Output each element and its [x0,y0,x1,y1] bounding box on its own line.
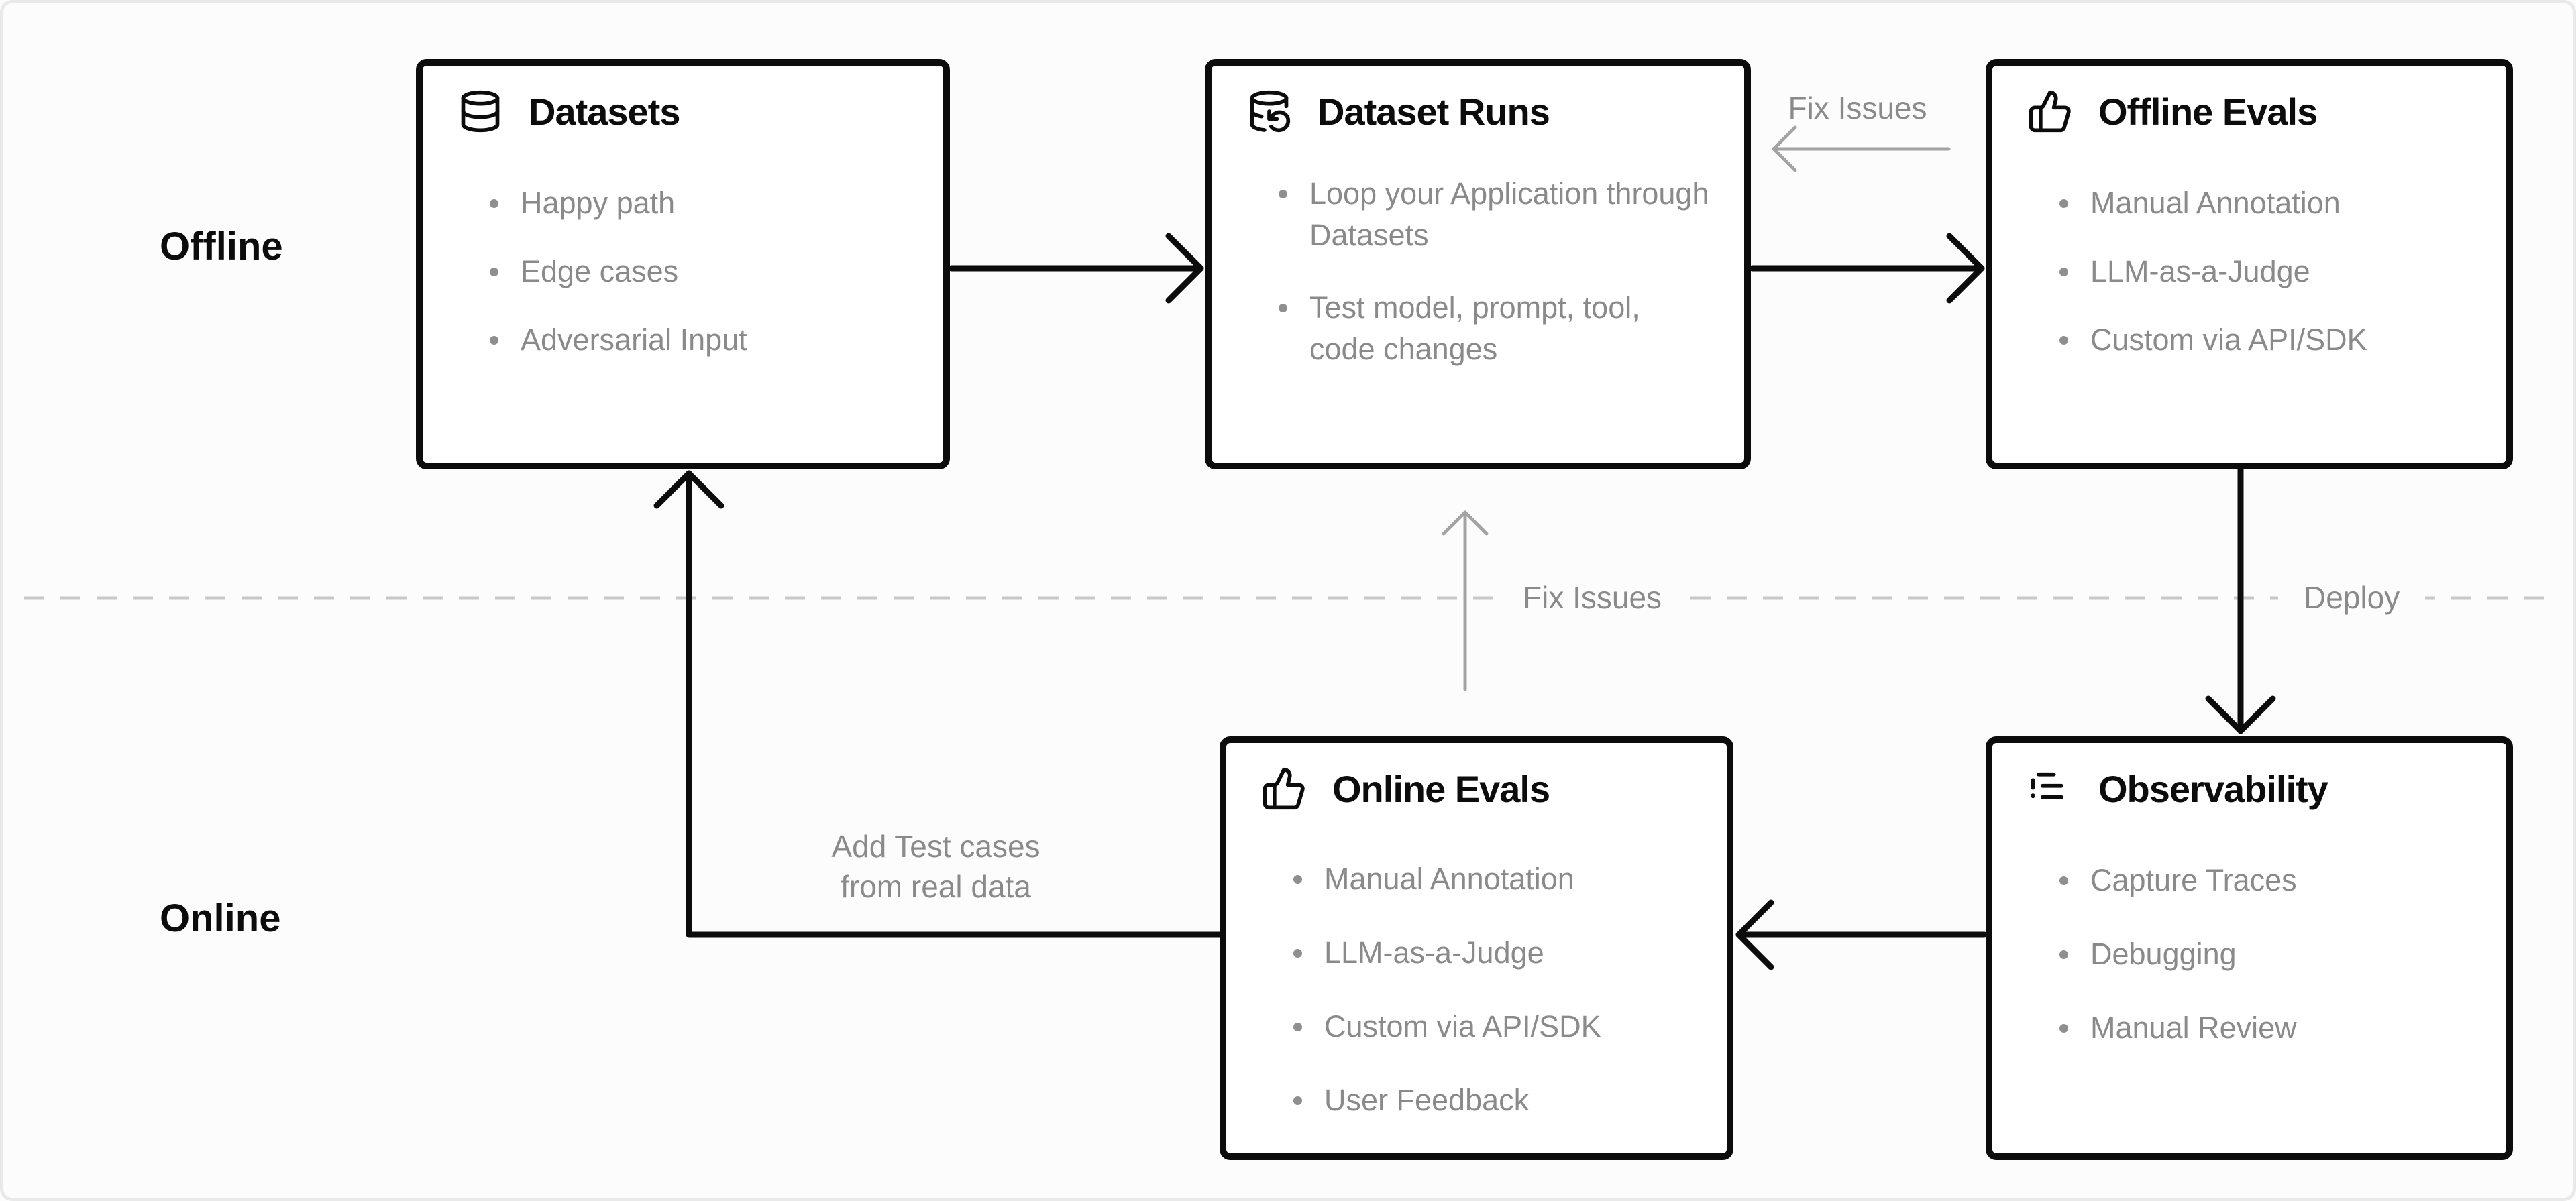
database-refresh-icon [1250,90,1291,133]
list-item: LLM-as-a-Judge [1293,932,1703,974]
arrow-online-evals-to-dataset-runs [1442,510,1489,691]
list-item: Edge cases [490,251,919,292]
list-item: Manual Review [2059,1007,2482,1049]
online-evals-box-title: Online Evals [1332,767,1550,810]
list-item: Custom via API/SDK [2059,319,2482,361]
arrow-online-evals-to-datasets [653,470,1226,938]
dataset-runs-item-list: Loop your Application through Datasets T… [1212,173,1744,370]
add-test-cases-line2: from real data [841,869,1031,904]
list-item: User Feedback [1293,1080,1703,1121]
logs-icon [2031,772,2063,799]
database-icon [461,90,500,133]
list-item: Capture Traces [2059,860,2482,901]
list-item: Adversarial Input [490,319,919,361]
list-item: Debugging [2059,933,2482,975]
thumbs-up-icon [2029,90,2071,133]
observability-item-list: Capture Traces Debugging Manual Review [1992,860,2506,1049]
list-item: Custom via API/SDK [1293,1006,1703,1047]
online-evals-item-list: Manual Annotation LLM-as-a-Judge Custom … [1226,858,1727,1121]
fix-issues-top-label: Fix Issues [1788,91,1927,125]
datasets-box-title: Datasets [529,90,680,133]
thumbs-up-icon [1263,767,1305,810]
add-test-cases-line1: Add Test cases [831,829,1040,864]
online-evals-box: Online Evals Manual Annotation LLM-as-a-… [1220,736,1733,1160]
list-item: Manual Annotation [2059,182,2482,224]
dataset-runs-box-header: Dataset Runs [1212,66,1744,134]
list-item: Test model, prompt, tool, code changes [1279,287,1712,370]
fix-issues-middle-label: Fix Issues [1497,575,1688,620]
offline-evals-box-header: Offline Evals [1992,66,2506,134]
datasets-item-list: Happy path Edge cases Adversarial Input [423,182,943,361]
observability-box-header: Observability [1992,743,2506,811]
offline-evals-box-title: Offline Evals [2098,90,2318,133]
list-item: LLM-as-a-Judge [2059,251,2482,292]
offline-section-label: Offline [160,225,283,268]
offline-evals-item-list: Manual Annotation LLM-as-a-Judge Custom … [1992,182,2506,361]
datasets-box-header: Datasets [423,66,943,134]
offline-evals-box: Offline Evals Manual Annotation LLM-as-a… [1986,59,2513,469]
online-evals-box-header: Online Evals [1226,743,1727,811]
dataset-runs-box: Dataset Runs Loop your Application throu… [1205,59,1751,469]
add-test-cases-label: Add Test cases from real data [765,826,1107,907]
arrow-observability-to-online-evals [1735,899,1988,970]
observability-box-title: Observability [2098,767,2328,810]
dataset-runs-box-title: Dataset Runs [1318,90,1550,133]
arrow-offline-evals-to-dataset-runs [1772,125,1951,172]
arrow-offline-evals-to-observability [2205,466,2276,734]
list-item: Loop your Application through Datasets [1279,173,1712,256]
deploy-label: Deploy [2278,575,2426,620]
list-item: Happy path [490,182,919,224]
arrow-datasets-to-dataset-runs [948,233,1204,304]
observability-box: Observability Capture Traces Debugging M… [1986,736,2513,1160]
list-item: Manual Annotation [1293,858,1703,900]
arrow-dataset-runs-to-offline-evals [1749,233,1985,304]
online-section-label: Online [160,897,281,940]
datasets-box: Datasets Happy path Edge cases Adversari… [416,59,950,469]
